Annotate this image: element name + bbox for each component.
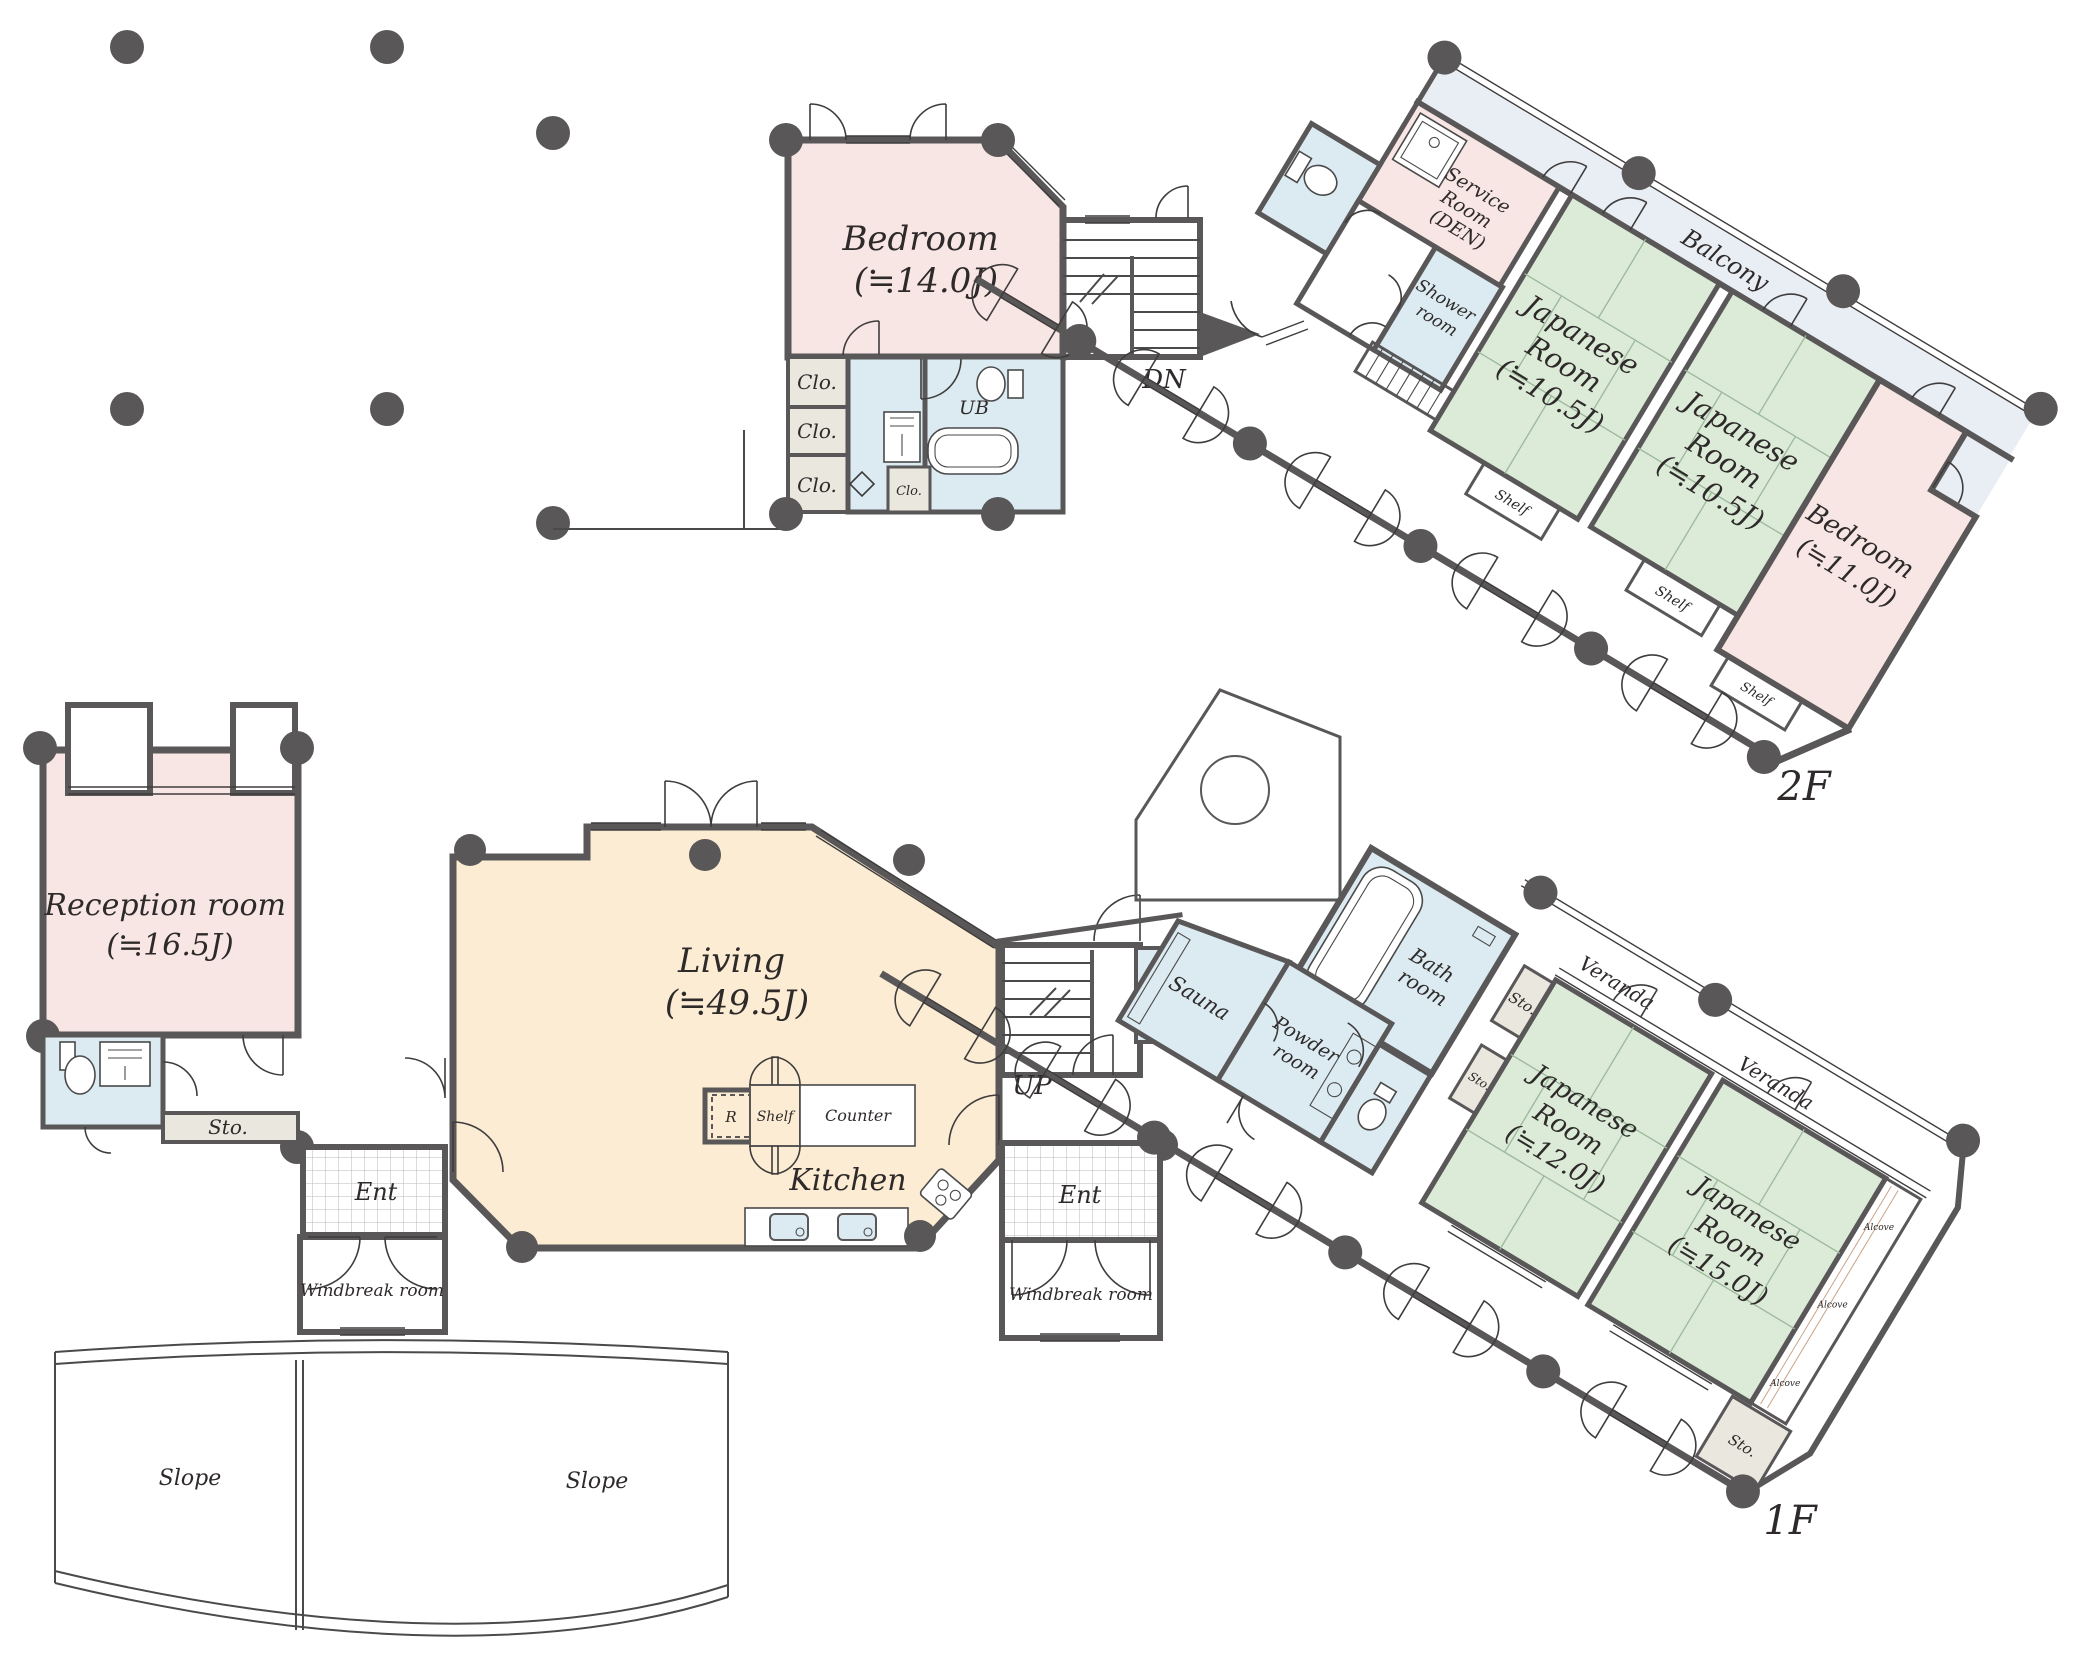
f2-closet3-label: Clo. [797, 473, 837, 497]
f1-ent-right-label: Ent [1058, 1181, 1102, 1209]
f1-shelf-label: Shelf [757, 1109, 796, 1125]
f1-ent-right [999, 1140, 1163, 1243]
f1-alcove1-label: Alcove [1863, 1223, 1894, 1233]
f1-kitchen-label: Kitchen [788, 1163, 906, 1198]
f1-alcove2-label: Alcove [1816, 1300, 1847, 1310]
f1-alcove3-label: Alcove [1769, 1379, 1800, 1389]
f2-bedroom-block: Bedroom (≒14.0J) Clo. Clo. Clo. UB Clo. [769, 103, 1067, 531]
f1-ent-left-label: Ent [354, 1178, 398, 1206]
f2-bedroom11-room [1713, 375, 1980, 733]
f1-reception-block: Reception room (≒16.5J) Sto. Ent Windbre… [23, 702, 448, 1336]
f2-bedroom14-label: Bedroom (≒14.0J) [841, 219, 1009, 301]
f2-shower-room [1370, 243, 1506, 394]
f1-stove [919, 1168, 973, 1220]
f1-reception-label: Reception room (≒16.5J) [43, 888, 295, 963]
f1-windbreak-right-label: Windbreak room [1009, 1285, 1153, 1305]
f1-sto-left [161, 1111, 300, 1144]
f2-closet1-label: Clo. [797, 370, 837, 394]
f1-windbreak-left [297, 1234, 448, 1335]
f1-fridge-label: R [724, 1108, 736, 1126]
f2-corridor-doors [971, 263, 1738, 749]
f1-living-block: Living (≒49.5J) Kitchen R Shelf Counter [449, 780, 1178, 1263]
f2-rotated-wing: Balcony Service Room (DEN) Shower room J… [971, 40, 2058, 774]
f1-sto-left-label: Sto. [208, 1115, 248, 1139]
f1-ent-right-block: Ent Windbreak room [999, 1140, 1163, 1342]
f2-balcony [1417, 61, 2034, 458]
f1-floor-label: 1F [1763, 1498, 1817, 1544]
f2-ub-label: UB [959, 397, 989, 419]
f1-slope: Slope Slope [54, 1339, 729, 1637]
f2-closet-small [886, 465, 932, 514]
f1-living-label: Living (≒49.5J) [665, 941, 809, 1023]
f2-closet-small-label: Clo. [896, 484, 922, 499]
f1-windbreak-right [999, 1237, 1163, 1341]
f1-reception-room [39, 746, 302, 1039]
f1-counter-label: Counter [825, 1106, 892, 1125]
f2-pillar-grid [110, 30, 786, 540]
f1-sto-w3 [1694, 1394, 1793, 1494]
f1-corridor-doors [894, 969, 1697, 1476]
f1-windbreak-left-label: Windbreak room [300, 1281, 444, 1301]
f2-closet2-label: Clo. [797, 419, 837, 443]
f2-floor-label: 2F [1776, 764, 1831, 810]
f1-rotated-wing: Veranda Veranda Bath room Sauna Powder r… [879, 843, 1981, 1509]
f1-slope-left-label: Slope [159, 1466, 221, 1491]
f2-stairs: DN [1060, 185, 1309, 395]
f1-slope-right-label: Slope [566, 1469, 628, 1494]
